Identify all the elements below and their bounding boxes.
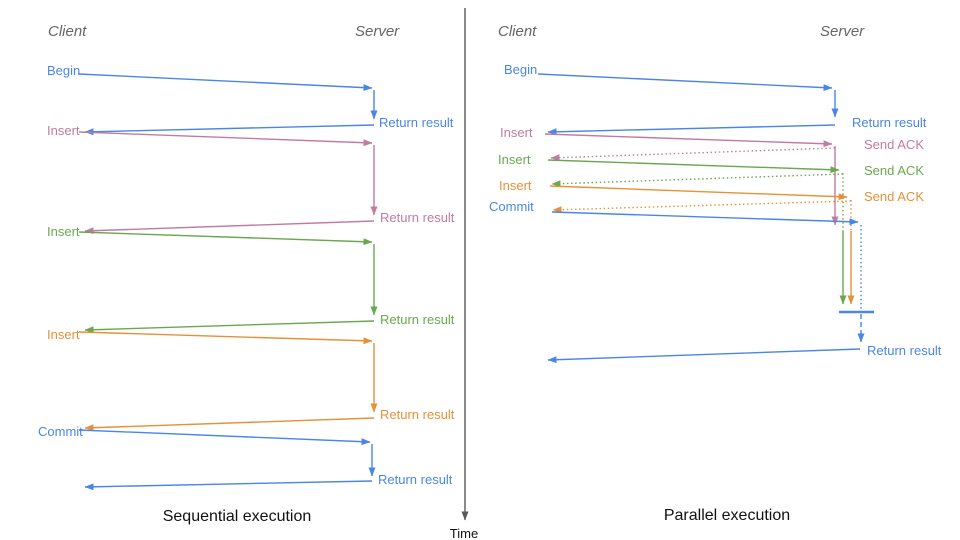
insert3-request-arrow xyxy=(78,331,373,345)
insert3-ack-label: Send ACK xyxy=(864,189,924,204)
commit-request-arrow xyxy=(78,429,371,446)
time-axis-label: Time xyxy=(450,526,478,540)
begin-response-arrow xyxy=(84,124,375,136)
commit-label: Commit xyxy=(38,424,83,439)
server-header: Server xyxy=(820,23,865,40)
insert3-return-label: Return result xyxy=(380,407,455,422)
insert2-response-arrow xyxy=(84,320,375,334)
insert2-request-arrow xyxy=(78,231,373,246)
insert1-return-label: Return result xyxy=(380,210,455,225)
insert1-request-arrow xyxy=(544,133,833,148)
parallel-diagram: Client Server Begin Return result Insert… xyxy=(489,23,942,524)
insert3-label: Insert xyxy=(499,178,532,193)
commit-label: Commit xyxy=(489,199,534,214)
begin-request-arrow xyxy=(537,73,833,92)
time-axis: Time xyxy=(450,8,478,540)
sequential-title: Sequential execution xyxy=(163,508,312,525)
begin-label: Begin xyxy=(47,63,80,78)
insert1-ack-label: Send ACK xyxy=(864,137,924,152)
insert1-ack-arrow xyxy=(550,147,836,162)
parallel-title: Parallel execution xyxy=(664,507,790,524)
sequential-diagram: Client Server Begin Return result Insert… xyxy=(38,23,455,525)
begin-response-arrow xyxy=(547,124,836,136)
insert2-request-arrow xyxy=(547,159,840,174)
client-header: Client xyxy=(48,23,87,40)
insert3-label: Insert xyxy=(47,327,80,342)
insert2-ack-label: Send ACK xyxy=(864,163,924,178)
commit-return-label: Return result xyxy=(867,343,942,358)
begin-request-arrow xyxy=(78,73,373,92)
insert1-response-arrow xyxy=(84,220,375,235)
begin-return-label: Return result xyxy=(852,115,927,130)
insert1-request-arrow xyxy=(78,131,373,147)
begin-return-label: Return result xyxy=(379,115,454,130)
client-header: Client xyxy=(498,23,537,40)
insert1-label: Insert xyxy=(47,123,80,138)
insert2-label: Insert xyxy=(498,152,531,167)
insert3-ack-arrow xyxy=(552,200,852,214)
insert2-ack-arrow xyxy=(551,173,844,188)
insert2-label: Insert xyxy=(47,224,80,239)
commit-response-arrow xyxy=(547,348,861,364)
commit-return-label: Return result xyxy=(378,472,453,487)
server-header: Server xyxy=(355,23,400,40)
insert3-request-arrow xyxy=(549,185,848,201)
insert1-label: Insert xyxy=(500,125,533,140)
insert2-return-label: Return result xyxy=(380,312,455,327)
commit-request-arrow xyxy=(551,211,859,226)
commit-response-arrow xyxy=(84,480,373,491)
insert3-response-arrow xyxy=(84,417,375,432)
begin-label: Begin xyxy=(504,62,537,77)
